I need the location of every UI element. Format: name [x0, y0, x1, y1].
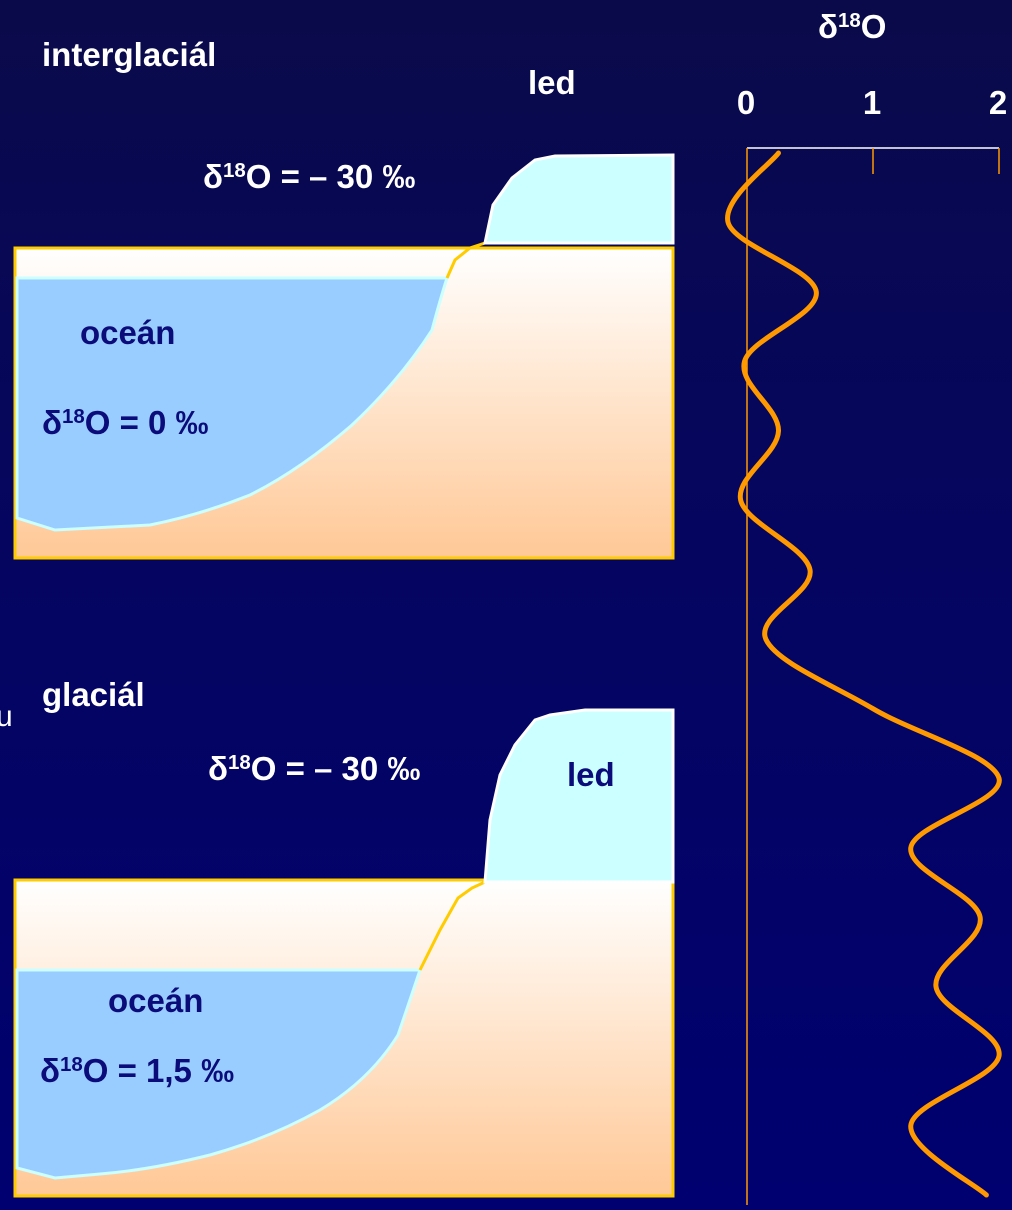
- chart-title: δ18O: [818, 8, 887, 45]
- glacial-ocean-delta: δ18O = 1,5 ‰: [40, 1052, 235, 1089]
- x-tick-label-1: 1: [863, 84, 881, 121]
- glacial-ice-sheet: [483, 708, 675, 884]
- edge-fragment: u: [0, 700, 13, 733]
- glacial-ice-delta: δ18O = – 30 ‰: [208, 750, 421, 787]
- x-tick-label-2: 2: [989, 84, 1007, 121]
- interglacial-schematic: [13, 153, 675, 560]
- interglacial-ice-sheet: [483, 153, 675, 245]
- glacial-ocean: [15, 968, 423, 1180]
- interglacial-ocean: [15, 276, 450, 532]
- interglacial-ice-delta: δ18O = – 30 ‰: [203, 158, 416, 195]
- glacial-slope-top: [418, 880, 486, 971]
- glacial-ocean-label: oceán: [108, 982, 204, 1019]
- interglacial-ocean-label: oceán: [80, 314, 176, 351]
- glacial-schematic: [13, 708, 675, 1198]
- glacial-ice-label: led: [567, 756, 615, 793]
- interglacial-title: interglaciál: [42, 36, 217, 73]
- interglacial-slope-top: [445, 241, 486, 279]
- delta18o-chart: 0 1 2: [725, 84, 1007, 1205]
- interglacial-ocean-delta: δ18O = 0 ‰: [42, 404, 209, 441]
- delta18o-curve: [725, 150, 1002, 1198]
- glacial-title: glaciál: [42, 676, 145, 713]
- interglacial-ice-label: led: [528, 64, 576, 101]
- x-tick-label-0: 0: [737, 84, 755, 121]
